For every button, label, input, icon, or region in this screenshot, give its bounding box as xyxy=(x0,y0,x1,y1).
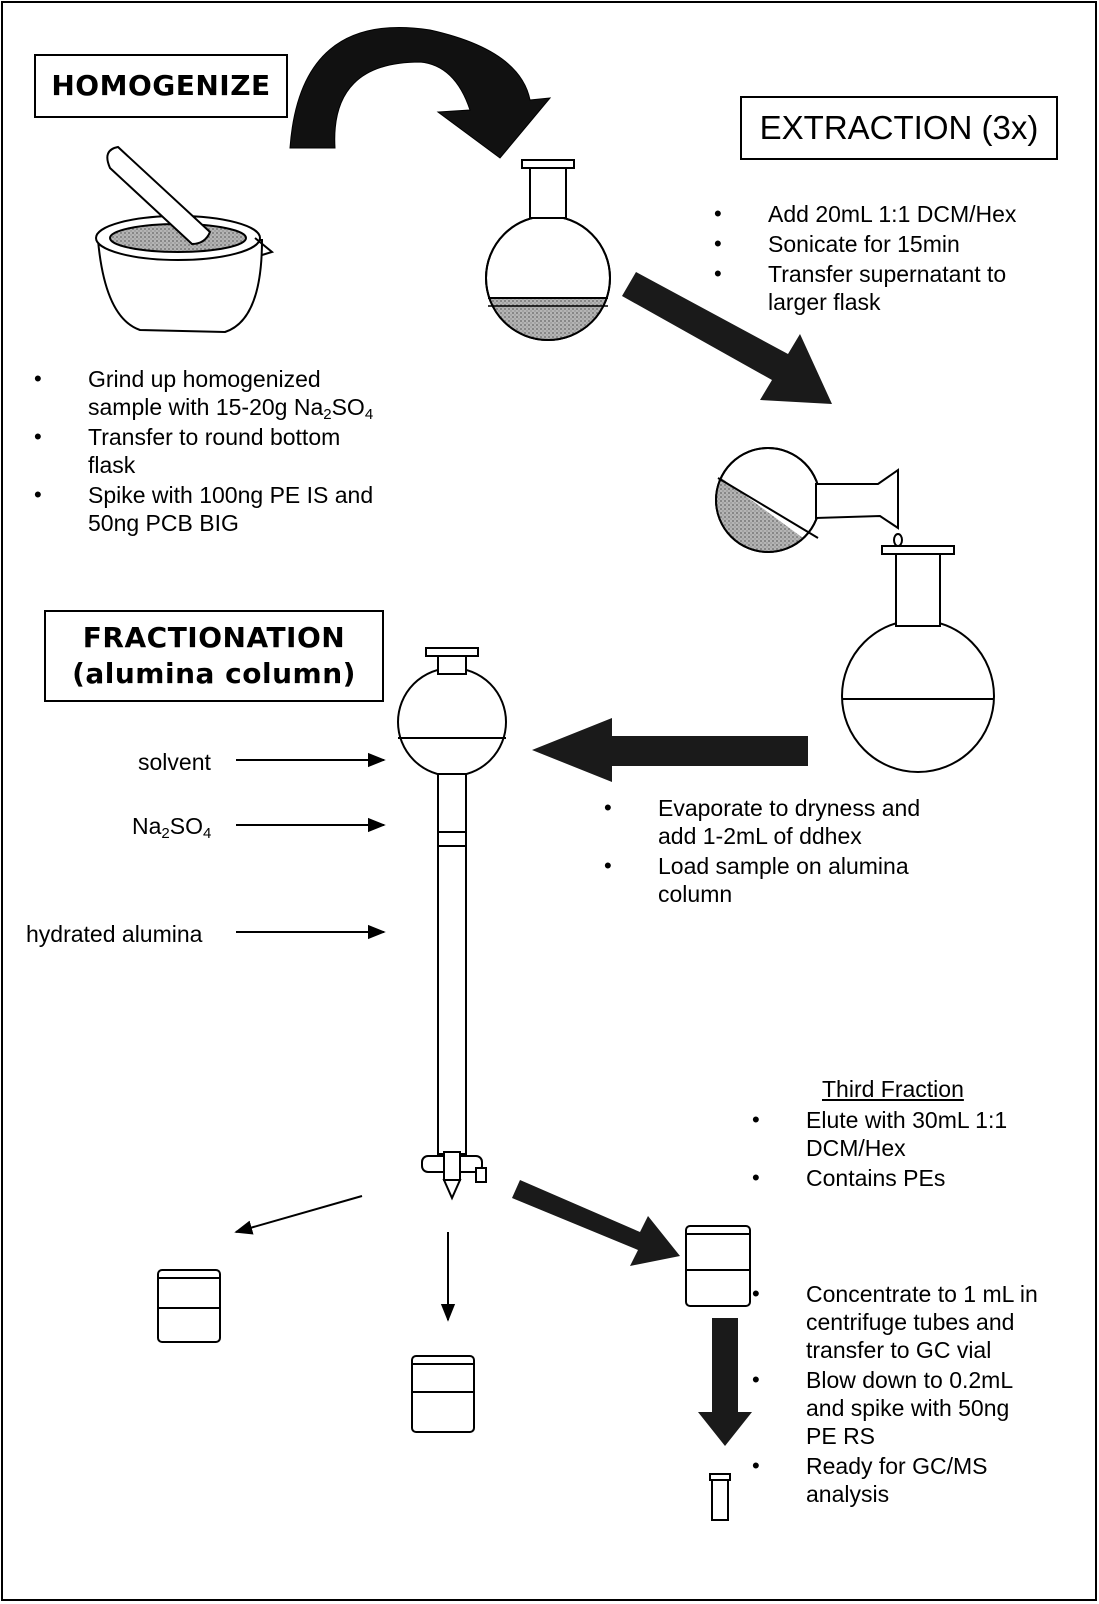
pouring-flask-icon xyxy=(715,447,903,553)
third-fraction-arrow xyxy=(512,1180,680,1266)
step-text: Ready for GC/MS analysis xyxy=(806,1453,988,1507)
concentrate-arrow-icon xyxy=(698,1318,752,1446)
centrifuge-tube-icon xyxy=(709,1473,731,1521)
solvent-label-text: solvent xyxy=(138,749,211,775)
subscript: 2 xyxy=(323,406,332,423)
step-text: Evaporate to dryness and add 1-2mL of dd… xyxy=(658,795,921,849)
homogenize-step: Transfer to round bottom flask xyxy=(26,423,388,479)
final-step: Blow down to 0.2mL and spike with 50ng P… xyxy=(744,1366,1046,1450)
beaker-icon xyxy=(411,1355,475,1433)
alumina-label-text: hydrated alumina xyxy=(26,921,203,947)
subscript: 4 xyxy=(202,825,212,842)
label-text: Na xyxy=(132,813,162,839)
beaker-icon xyxy=(685,1225,751,1307)
third-fraction-step: Elute with 30mL 1:1 DCM/Hex xyxy=(744,1106,1046,1162)
evaporate-step: Load sample on alumina column xyxy=(596,852,948,908)
fractionation-title: FRACTIONATION (alumina column) xyxy=(44,610,384,702)
large-flask-icon xyxy=(841,545,995,773)
homogenize-title: HOMOGENIZE xyxy=(34,54,288,118)
step-text: Transfer supernatant to larger flask xyxy=(768,261,1007,315)
first-fraction-arrow xyxy=(234,1195,363,1235)
hydrated-alumina-label: hydrated alumina xyxy=(26,920,202,948)
round-bottom-flask-icon xyxy=(485,159,611,341)
third-fraction-steps: Elute with 30mL 1:1 DCM/Hex Contains PEs xyxy=(744,1106,1044,1194)
third-fraction-heading-text: Third Fraction xyxy=(822,1076,964,1102)
step-text: sample with 15-20g Na xyxy=(88,394,324,420)
final-step: Ready for GC/MS analysis xyxy=(744,1452,1046,1508)
extraction-step: Sonicate for 15min xyxy=(706,230,1056,258)
arrow-to-pouring-icon xyxy=(622,272,832,404)
sodium-sulfate-label: Na2SO4 xyxy=(132,812,212,842)
homogenize-step: Spike with 100ng PE IS and 50ng PCB BIG xyxy=(26,481,428,537)
extraction-title-text: EXTRACTION (3x) xyxy=(759,109,1039,146)
subscript: 4 xyxy=(364,406,374,423)
final-steps: Concentrate to 1 mL in centrifuge tubes … xyxy=(744,1280,1044,1510)
step-text: Blow down to 0.2mL and spike with 50ng P… xyxy=(806,1367,1013,1449)
step-text: Transfer to round bottom flask xyxy=(88,424,341,478)
step-text: Spike with 100ng PE IS and 50ng PCB BIG xyxy=(88,482,374,536)
curved-arrow-icon xyxy=(289,26,552,159)
extraction-title: EXTRACTION (3x) xyxy=(740,96,1058,160)
third-fraction-heading: Third Fraction xyxy=(822,1076,964,1103)
fractionation-title-line2: (alumina column) xyxy=(72,657,356,690)
evaporate-steps: Evaporate to dryness and add 1-2mL of dd… xyxy=(596,794,946,910)
extraction-step: Transfer supernatant to larger flask xyxy=(706,260,1040,316)
solvent-label: solvent xyxy=(138,748,211,776)
fractionation-title-line1: FRACTIONATION xyxy=(82,621,346,654)
step-text: SO xyxy=(331,394,365,420)
beaker-icon xyxy=(157,1269,221,1343)
step-text: Load sample on alumina column xyxy=(658,853,909,907)
subscript: 2 xyxy=(161,825,170,842)
step-text: Elute with 30mL 1:1 DCM/Hex xyxy=(806,1107,1008,1161)
step-text: Add 20mL 1:1 DCM/Hex xyxy=(768,201,1017,227)
homogenize-step: Grind up homogenized sample with 15-20g … xyxy=(26,365,406,423)
homogenize-title-text: HOMOGENIZE xyxy=(51,69,271,102)
third-fraction-step: Contains PEs xyxy=(744,1164,1044,1192)
homogenize-steps: Grind up homogenized sample with 15-20g … xyxy=(26,365,406,539)
step-text: Grind up homogenized xyxy=(88,366,321,392)
evaporate-step: Evaporate to dryness and add 1-2mL of dd… xyxy=(596,794,948,850)
step-text: Contains PEs xyxy=(806,1165,946,1191)
mortar-and-pestle-icon xyxy=(95,145,275,334)
extraction-step: Add 20mL 1:1 DCM/Hex xyxy=(706,200,1056,228)
step-text: Concentrate to 1 mL in centrifuge tubes … xyxy=(806,1281,1038,1363)
label-text: SO xyxy=(169,813,203,839)
final-step: Concentrate to 1 mL in centrifuge tubes … xyxy=(744,1280,1046,1364)
arrow-to-column-icon xyxy=(532,718,808,782)
separatory-column-icon xyxy=(397,647,507,1201)
extraction-steps: Add 20mL 1:1 DCM/Hex Sonicate for 15min … xyxy=(706,200,1056,318)
step-text: Sonicate for 15min xyxy=(768,231,960,257)
